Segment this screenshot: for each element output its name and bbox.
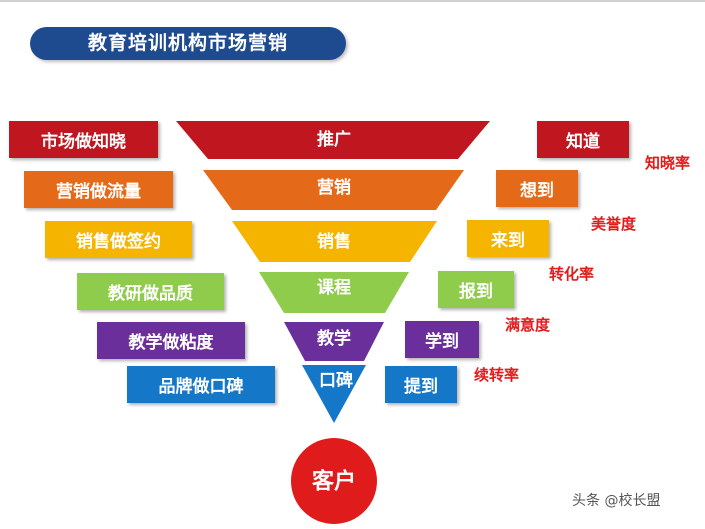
page-title: 教育培训机构市场营销	[87, 32, 288, 54]
right-box-label: 提到	[404, 377, 438, 397]
funnel-label-sales: 销售	[317, 231, 351, 252]
rate-conversion: 转化率	[549, 265, 595, 283]
funnel-layer-sales	[232, 221, 437, 262]
rate-awareness: 知晓率	[645, 154, 691, 172]
funnel-label-reputation: 口碑	[319, 370, 353, 391]
left-box-brand: 品牌做口碑	[127, 366, 275, 403]
right-box-label: 想到	[520, 181, 554, 201]
right-box-think: 想到	[496, 170, 578, 207]
customer-label: 客户	[312, 469, 356, 495]
funnel-layer-reputation	[302, 365, 366, 423]
left-box-teaching: 教学做粘度	[97, 322, 245, 359]
funnel-label-marketing: 营销	[317, 177, 351, 198]
left-box-label: 市场做知晓	[41, 132, 126, 152]
right-box-label: 知道	[566, 132, 600, 152]
right-box-enroll: 报到	[438, 271, 514, 308]
left-box-sales: 销售做签约	[45, 221, 192, 258]
customer-circle	[291, 438, 377, 524]
right-box-learn: 学到	[405, 321, 479, 358]
left-box-label: 教学做粘度	[128, 333, 214, 353]
rate-reputation: 美誉度	[591, 215, 637, 233]
funnel-layer-teaching	[284, 322, 384, 361]
rate-renewal: 续转率	[474, 366, 520, 384]
left-box-label: 营销做流量	[56, 182, 141, 202]
left-box-label: 销售做签约	[76, 232, 161, 252]
funnel-label-course: 课程	[317, 278, 351, 298]
left-box-label: 教研做品质	[108, 284, 193, 304]
right-box-mention: 提到	[385, 366, 457, 403]
funnel-label-teaching: 教学	[316, 328, 351, 349]
right-box-label: 来到	[491, 231, 525, 251]
watermark: 头条 @校长盟	[572, 493, 661, 509]
right-box-come: 来到	[467, 220, 549, 257]
top-divider	[0, 0, 705, 2]
left-box-market: 市场做知晓	[9, 121, 158, 158]
right-box-know: 知道	[537, 121, 629, 158]
rate-satisfaction: 满意度	[505, 316, 551, 334]
title-banner: 教育培训机构市场营销	[30, 27, 346, 60]
funnel-label-promotion: 推广	[317, 129, 351, 150]
left-box-research: 教研做品质	[77, 273, 224, 310]
right-box-label: 学到	[425, 332, 459, 352]
funnel-layer-course	[259, 272, 409, 313]
left-box-label: 品牌做口碑	[158, 377, 244, 397]
right-box-label: 报到	[459, 282, 493, 302]
left-box-marketing: 营销做流量	[24, 171, 173, 208]
funnel-layer-marketing	[203, 170, 464, 210]
funnel-layer-promotion	[176, 121, 490, 159]
